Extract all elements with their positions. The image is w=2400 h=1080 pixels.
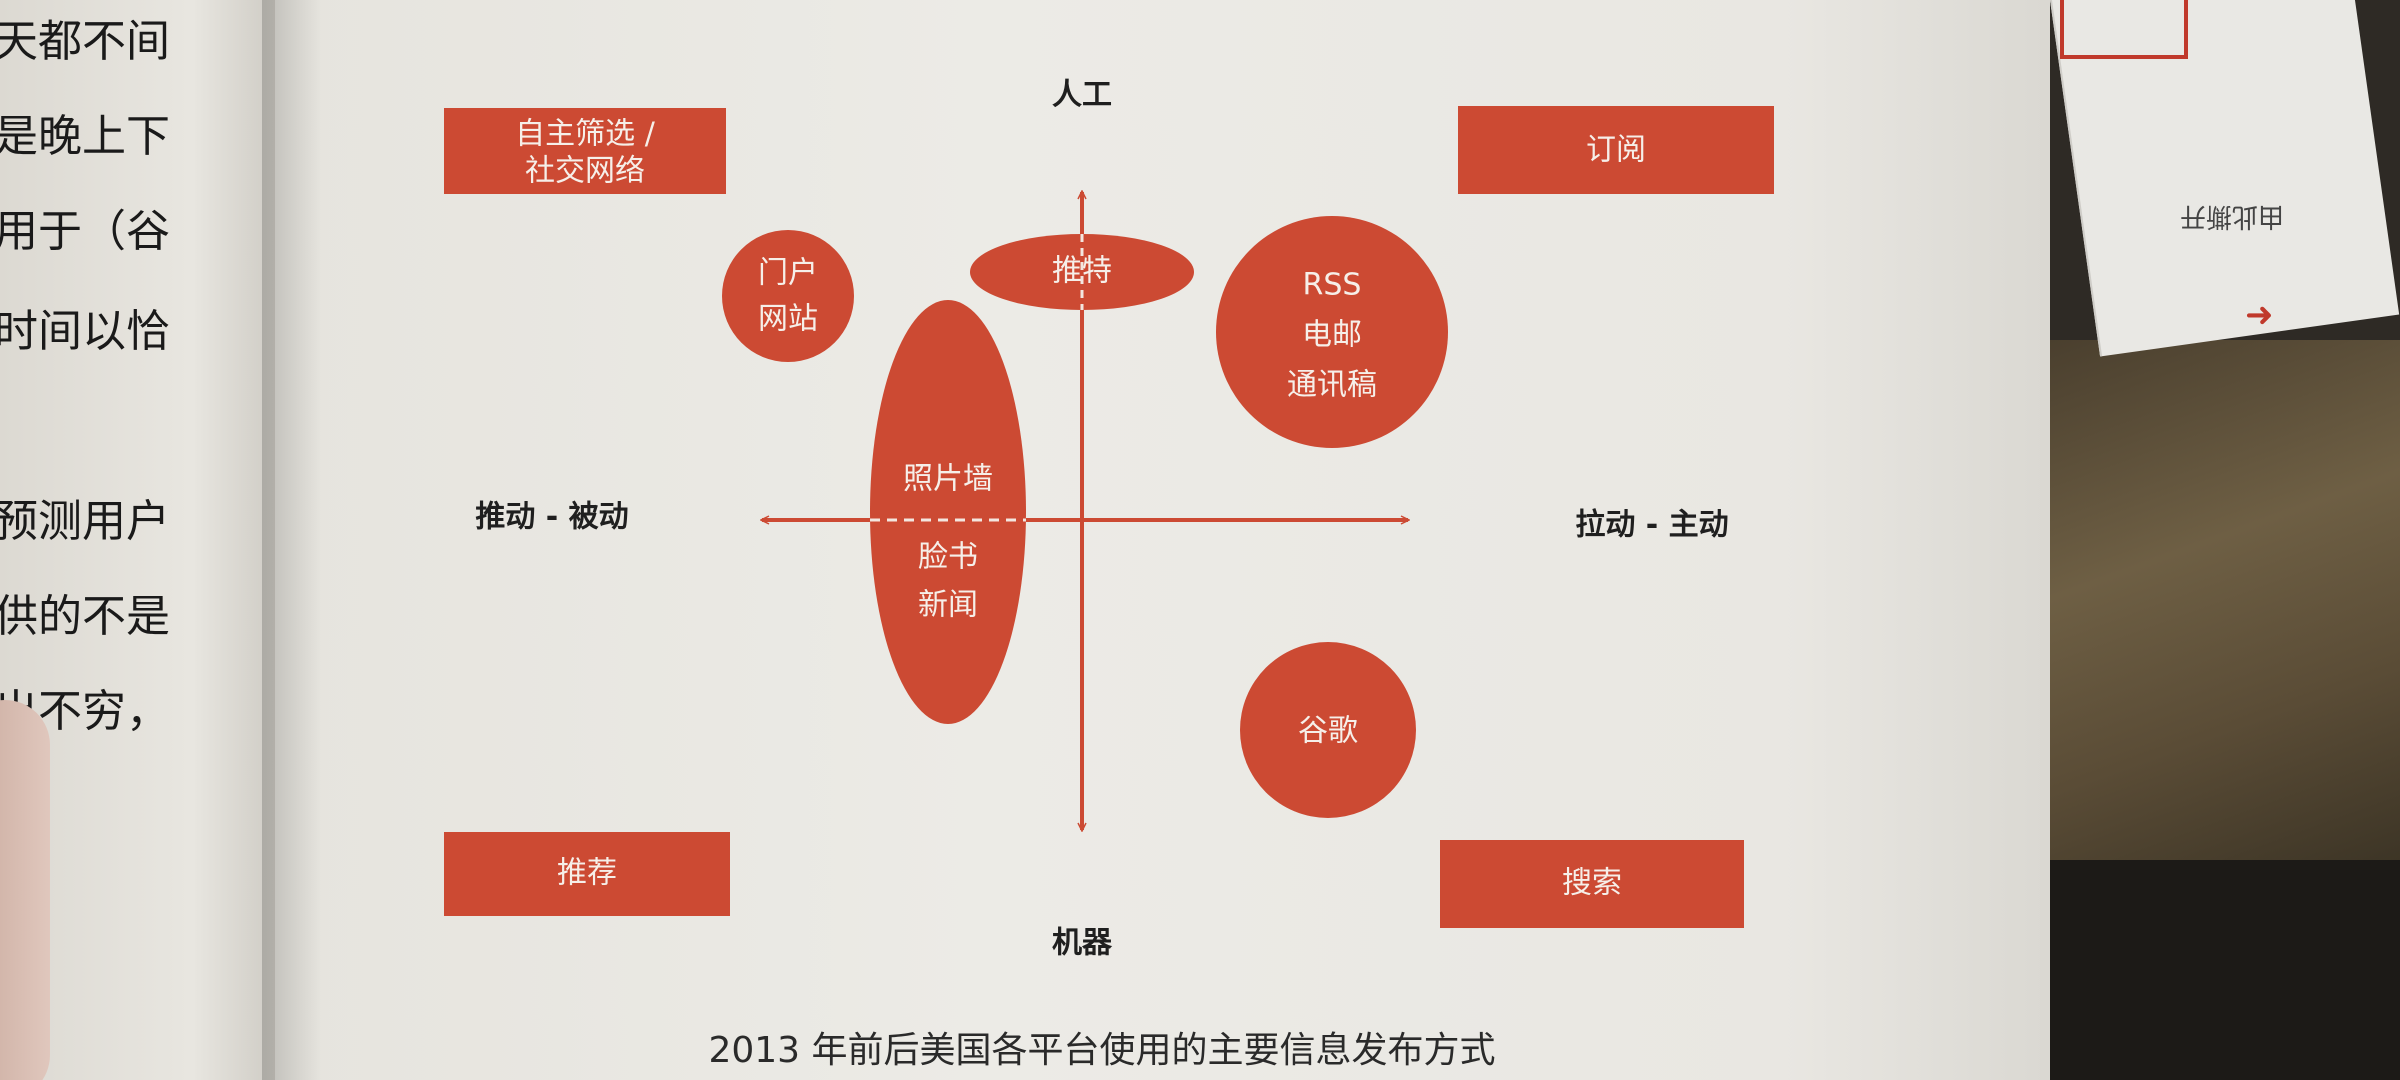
node-rss: RSS 电邮 通讯稿	[1216, 216, 1448, 448]
thumb	[0, 700, 50, 1080]
node-portal: 门户 网站	[722, 230, 854, 362]
axis-label-right: 拉动 - 主动	[1575, 508, 1728, 543]
node-label: RSS	[1303, 268, 1362, 303]
desk-shadow	[2050, 860, 2400, 1080]
corner-label-text: 推荐	[557, 856, 617, 891]
axis-label-bottom: 机器	[1052, 926, 1113, 961]
left-text-line: 供的不是	[0, 591, 170, 642]
node-label: 电邮	[1302, 318, 1362, 353]
left-text-line: 天都不间	[0, 16, 170, 67]
corner-label-bottom-left: 推荐	[444, 832, 730, 916]
figure-caption: 2013 年前后美国各平台使用的主要信息发布方式	[708, 1030, 1495, 1071]
node-twitter: 推特	[970, 234, 1194, 310]
node-label: 通讯稿	[1287, 368, 1377, 403]
corner-label-top-left: 自主筛选 / 社交网络	[444, 108, 726, 194]
node-label: 网站	[758, 302, 818, 337]
node-label: 新闻	[918, 588, 978, 623]
corner-label-text: 订阅	[1586, 133, 1646, 168]
corner-label-text: 搜索	[1562, 866, 1622, 901]
page-gutter-shadow	[262, 0, 322, 1080]
corner-label-text: 自主筛选 /	[515, 117, 656, 152]
left-text-line: 预测用户	[0, 496, 170, 547]
left-text-line: 用于（谷	[0, 206, 170, 257]
axis-label-left: 推动 - 被动	[475, 500, 628, 535]
node-label: 推特	[1052, 254, 1112, 289]
stamp-box	[2060, 0, 2188, 59]
left-text-line: 时间以恰	[0, 306, 170, 357]
corner-label-text: 社交网络	[525, 154, 645, 189]
red-arrow-icon: ➜	[2245, 295, 2274, 335]
left-text-line: 是晚上下	[0, 111, 170, 162]
node-label: 门户	[758, 256, 818, 291]
node-label: 照片墙	[903, 462, 993, 497]
left-page: 天都不间 是晚上下 用于（谷 时间以恰 预测用户 供的不是 出不穷，	[0, 0, 275, 1080]
node-label: 脸书	[918, 540, 978, 575]
desk-surface	[2050, 340, 2400, 860]
node-facebook: 照片墙 脸书 新闻	[870, 300, 1026, 724]
corner-label-top-right: 订阅	[1458, 106, 1774, 194]
node-google: 谷歌	[1240, 642, 1416, 818]
axis-label-top: 人工	[1052, 78, 1112, 113]
corner-label-bottom-right: 搜索	[1440, 840, 1744, 928]
node-label: 谷歌	[1298, 714, 1358, 749]
